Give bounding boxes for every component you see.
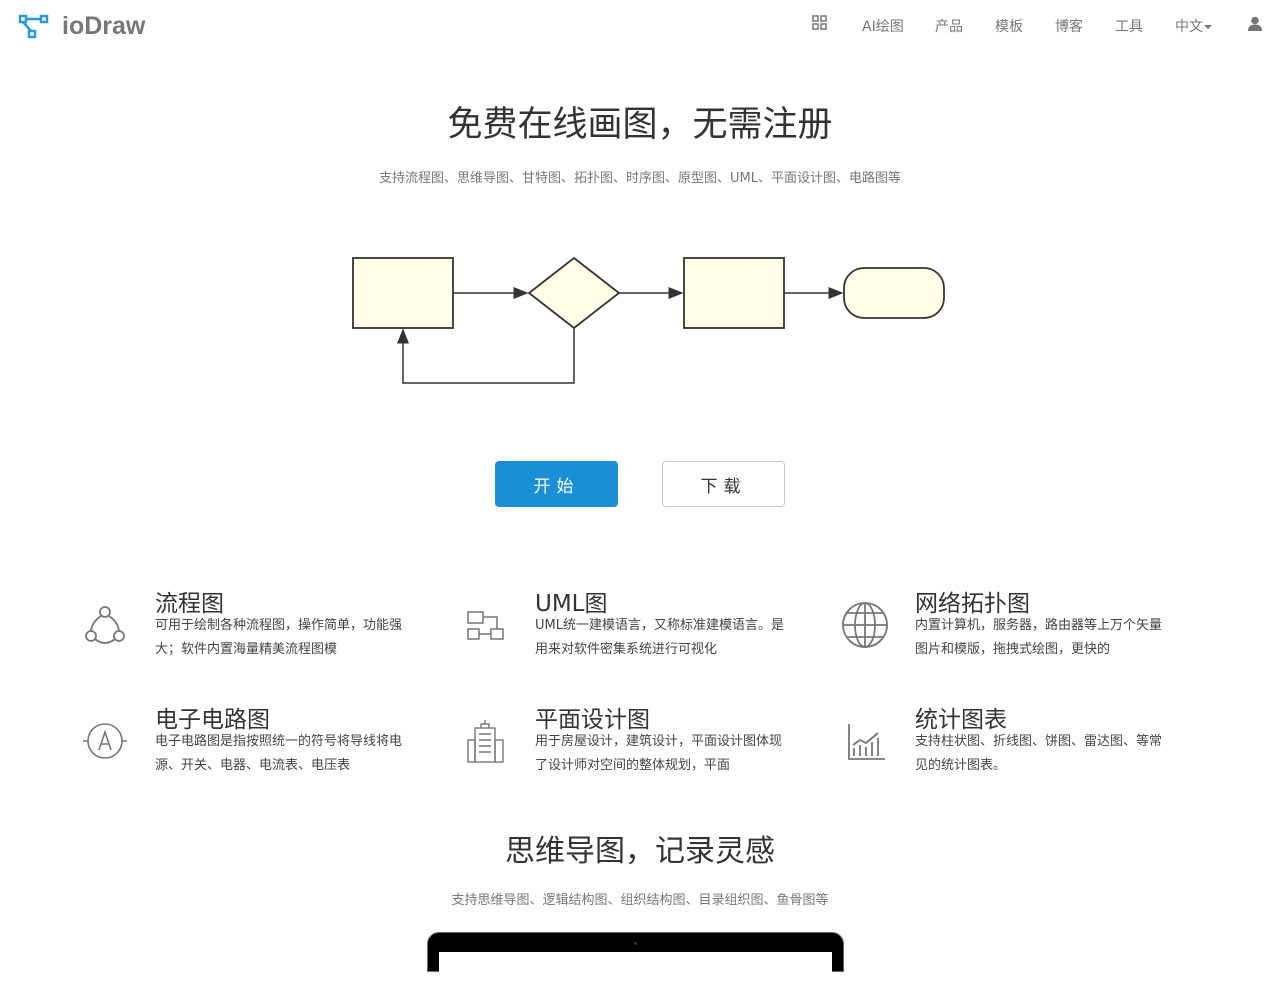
feature-desc: 支持柱状图、折线图、饼图、雷达图、等常见的统计图表。 <box>915 734 1163 773</box>
brand-name: ioDraw <box>62 12 146 40</box>
download-button[interactable]: 下载 <box>662 461 785 507</box>
feature-desc: UML统一建模语言，又称标准建模语言。是用来对软件密集系统进行可视化 <box>535 618 784 657</box>
decision-diamond <box>527 256 621 330</box>
feature-desc: 可用于绘制各种流程图，操作简单，功能强大；软件内置海量精美流程图模 <box>155 618 403 657</box>
nav-tools[interactable]: 工具 <box>1115 19 1143 35</box>
globe-icon <box>842 602 888 648</box>
mind-map-title: 思维导图，记录灵感 <box>505 834 775 869</box>
feature-desc: 内置计算机，服务器，路由器等上万个矢量图片和模版，拖拽式绘图，更快的 <box>915 618 1163 657</box>
feature-title: 电子电路图 <box>155 707 270 733</box>
laptop-camera <box>634 942 637 945</box>
ammeter-icon <box>83 723 127 759</box>
building-icon <box>467 720 504 763</box>
logo-icon <box>18 14 49 38</box>
start-button[interactable]: 开始 <box>495 461 618 507</box>
qr-code-icon[interactable] <box>812 15 827 34</box>
nav-ai-drawing[interactable]: AI绘图 <box>862 19 904 35</box>
flow-icon <box>85 606 125 644</box>
laptop-screen <box>439 952 832 982</box>
nav-templates[interactable]: 模板 <box>995 19 1023 35</box>
caret-down-icon <box>1204 25 1212 29</box>
nav-products[interactable]: 产品 <box>935 19 963 35</box>
process-box <box>683 257 785 329</box>
terminator <box>843 267 945 319</box>
chart-icon <box>848 724 885 760</box>
language-dropdown[interactable]: 中文 <box>1175 16 1212 36</box>
process-box <box>352 257 454 329</box>
top-nav: ioDraw AI绘图 产品 模板 博客 工具 中文 <box>0 0 1280 50</box>
feature-desc: 用于房屋设计，建筑设计，平面设计图体现了设计师对空间的整体规划，平面 <box>535 734 783 773</box>
mind-map-subtitle: 支持思维导图、逻辑结构图、组织结构图、目录组织图、鱼骨图等 <box>451 893 829 908</box>
user-icon[interactable] <box>1248 16 1262 35</box>
feature-title: 统计图表 <box>915 707 1007 733</box>
hero-title: 免费在线画图，无需注册 <box>447 105 833 145</box>
logo[interactable]: ioDraw <box>18 12 145 41</box>
feature-title: 流程图 <box>155 591 224 617</box>
uml-icon <box>467 611 504 640</box>
loop-arrow <box>397 328 575 384</box>
hero-subtitle: 支持流程图、思维导图、甘特图、拓扑图、时序图、原型图、UML、平面设计图、电路图… <box>379 171 901 186</box>
flowchart-illustration <box>352 256 945 384</box>
language-label: 中文 <box>1175 19 1203 35</box>
nav-blog[interactable]: 博客 <box>1055 19 1083 35</box>
laptop-mockup <box>427 932 844 982</box>
feature-title: 平面设计图 <box>535 707 650 733</box>
feature-title: 网络拓扑图 <box>915 591 1030 617</box>
feature-title: UML图 <box>535 591 608 617</box>
feature-desc: 电子电路图是指按照统一的符号将导线将电源、开关、电器、电流表、电压表 <box>155 734 403 773</box>
